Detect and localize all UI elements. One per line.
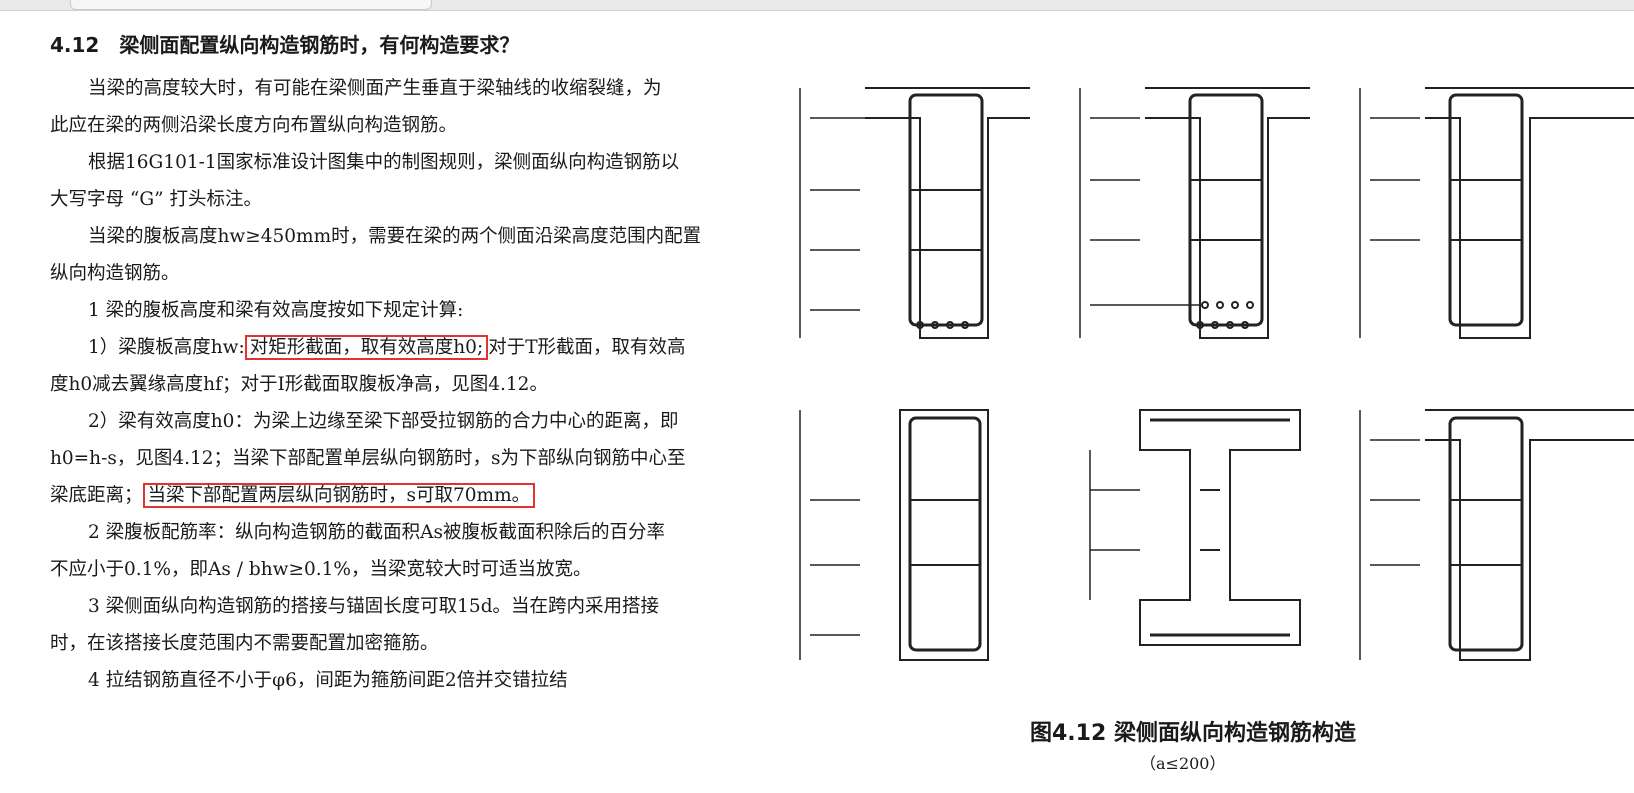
highlight-box: 对矩形截面，取有效高度h0;	[244, 335, 489, 360]
figure-subcaption: （a≤200）	[1140, 754, 1226, 773]
text-span: 对于T形截面，取有效高	[488, 337, 686, 358]
text-span: 梁底距离；	[50, 485, 143, 506]
paragraph-line: 大写字母 “G” 打头标注。	[50, 189, 262, 210]
paragraph-line: 时，在该搭接长度范围内不需要配置加密箍筋。	[50, 633, 439, 654]
paragraph-line: 4 拉结钢筋直径不小于φ6，间距为箍筋间距2倍并交错拉结	[88, 670, 568, 691]
text-span: 1）梁腹板高度hw:	[88, 337, 245, 358]
paragraph-line: 当梁的腹板高度hw≥450mm时，需要在梁的两个侧面沿梁高度范围内配置	[88, 226, 702, 247]
rect-beam-diagram	[799, 409, 989, 661]
top-toolbar	[0, 0, 1634, 11]
t-beam-diagram	[799, 87, 1030, 339]
highlight-box: 当梁下部配置两层纵向钢筋时，s可取70mm。	[142, 483, 536, 508]
paragraph-line: 2）梁有效高度h0：为梁上边缘至梁下部受拉钢筋的合力中心的距离，即	[88, 411, 679, 432]
t-beam-double-layer-diagram	[1079, 87, 1310, 339]
paragraph-line: 当梁的高度较大时，有可能在梁侧面产生垂直于梁轴线的收缩裂缝，为	[88, 78, 662, 99]
paragraph-line: 1 梁的腹板高度和梁有效高度按如下规定计算:	[88, 300, 464, 321]
paragraph-line: 3 梁侧面纵向构造钢筋的搭接与锚固长度可取15d。当在跨内采用搭接	[88, 596, 660, 617]
paragraph-line: 2 梁腹板配筋率：纵向构造钢筋的截面积As被腹板截面积除后的百分率	[88, 522, 666, 543]
t-beam-right-diagram	[1359, 409, 1634, 661]
paragraph-line: h0=h-s，见图4.12；当梁下部配置单层纵向钢筋时，s为下部纵向钢筋中心至	[50, 448, 686, 469]
t-beam-flange-diagram	[1359, 87, 1634, 339]
document-tab[interactable]	[70, 0, 432, 10]
paragraph-line: 度h0减去翼缘高度hf；对于I形截面取腹板净高，见图4.12。	[50, 374, 548, 395]
paragraph-line: 不应小于0.1%，即As / bhw≥0.1%，当梁宽较大时可适当放宽。	[50, 559, 592, 580]
paragraph-line: 纵向构造钢筋。	[50, 263, 180, 284]
text-column: 4.12 梁侧面配置纵向构造钢筋时，有何构造要求？ 当梁的高度较大时，有可能在梁…	[50, 28, 770, 699]
paragraph-line: 梁底距离；当梁下部配置两层纵向钢筋时，s可取70mm。	[50, 477, 770, 514]
beam-section-figure	[799, 87, 1634, 661]
figure-caption: 图4.12 梁侧面纵向构造钢筋构造	[1030, 721, 1356, 746]
paragraph-line: 根据16G101-1国家标准设计图集中的制图规则，梁侧面纵向构造钢筋以	[88, 152, 680, 173]
paragraph-line: 此应在梁的两侧沿梁长度方向布置纵向构造钢筋。	[50, 115, 458, 136]
paragraph-line: 1）梁腹板高度hw:对矩形截面，取有效高度h0;对于T形截面，取有效高	[50, 329, 770, 366]
i-beam-diagram	[1089, 409, 1301, 646]
section-title: 4.12 梁侧面配置纵向构造钢筋时，有何构造要求？	[50, 33, 520, 57]
